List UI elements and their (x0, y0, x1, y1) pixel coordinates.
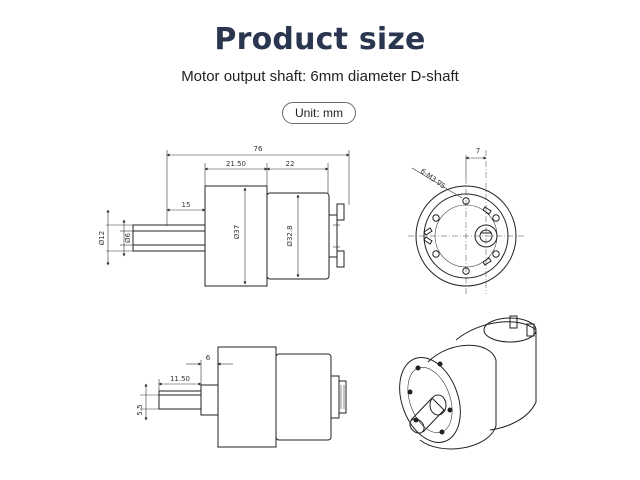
dim-overall-length: 76 (254, 145, 263, 153)
isometric-view (399, 315, 537, 450)
page-subtitle: Motor output shaft: 6mm diameter D-shaft (181, 68, 459, 85)
dim-gearbox-length: 21.50 (226, 160, 246, 168)
bottom-motor (275, 353, 332, 441)
dim-motor-diameter: Ø32.8 (286, 225, 294, 246)
dim-body-diameter: Ø37 (233, 225, 241, 239)
dim-flat-height: 5.5 (136, 404, 144, 415)
dim-shaft-diameter: Ø6 (124, 232, 132, 243)
front-view: 7 6-M3 ∇5 (408, 147, 524, 294)
dim-shaft-length: 15 (182, 201, 191, 209)
bottom-boss (200, 384, 219, 416)
dim-shaft-offset: 7 (476, 147, 480, 155)
bottom-view: 6 11.50 5.5 (136, 346, 347, 448)
dim-motor-length: 22 (286, 160, 295, 168)
dim-boss-length: 6 (206, 354, 211, 362)
unit-badge: Unit: mm (282, 102, 356, 124)
bottom-shaft (158, 390, 202, 410)
side-view: 76 21.50 22 15 Ø12 Ø6 Ø37 Ø32.8 (98, 145, 350, 287)
iso-front-face (399, 357, 461, 443)
terminal-top (336, 203, 345, 221)
terminal-bottom (336, 250, 345, 268)
dim-boss-diameter: Ø12 (98, 231, 106, 245)
bottom-gearbox (217, 346, 277, 448)
shaft-boss (132, 224, 206, 252)
end-cap (328, 214, 338, 258)
output-shaft (132, 230, 206, 246)
dim-screw-spec: 6-M3 ∇5 (419, 167, 447, 190)
dim-flat-length: 11.50 (170, 375, 190, 383)
page-title: Product size (214, 22, 426, 57)
iso-shaft-end (409, 418, 425, 434)
